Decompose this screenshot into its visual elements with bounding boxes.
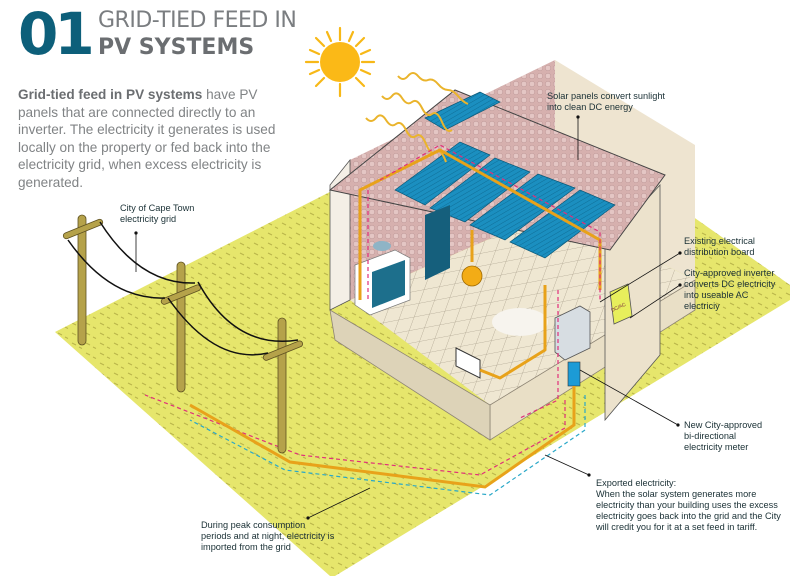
solar-panel (394, 141, 491, 206)
intro-bold: Grid-tied feed in PV systems (18, 87, 203, 102)
intro-text: have PV panels that are connected direct… (18, 87, 276, 190)
intro-paragraph: Grid-tied feed in PV systems have PV pan… (18, 86, 300, 191)
power-pole (277, 317, 287, 454)
label-inverter: City-approved inverter converts DC elect… (684, 268, 776, 311)
label-exported: Exported electricity: When the solar sys… (596, 478, 796, 533)
label-meter: New City-approved bi-directional electri… (684, 420, 763, 452)
grid-cable (189, 386, 576, 489)
page-title-line2: PV SYSTEMS (98, 35, 255, 60)
section-number: 01 (18, 0, 95, 68)
label-exported-text: When the solar system generates more ele… (596, 489, 781, 532)
page-title-line1: GRID-TIED FEED IN (98, 8, 297, 33)
label-distribution-board: Existing electrical distribution board (684, 236, 755, 257)
electricity-meter (567, 361, 581, 387)
label-exported-title: Exported electricity: (596, 478, 677, 488)
label-solar-panels: Solar panels convert sunlight into clean… (547, 91, 665, 112)
inverter (609, 283, 633, 325)
power-poles (62, 214, 304, 454)
distribution-board (554, 305, 591, 361)
solar-panel (509, 189, 616, 259)
solar-panels (394, 91, 616, 259)
solar-panel (429, 157, 531, 223)
power-pole (77, 214, 87, 346)
light-bulb-icon (461, 265, 483, 287)
label-grid: City of Cape Town electricity grid (120, 203, 195, 224)
table (492, 308, 548, 336)
fridge (425, 205, 450, 280)
sun-icon (304, 26, 376, 98)
wall-socket (455, 347, 481, 379)
left-end-wall (329, 158, 351, 311)
label-imported: During peak consumption periods and at n… (201, 520, 335, 552)
stove (354, 241, 411, 316)
power-lines (67, 221, 299, 356)
